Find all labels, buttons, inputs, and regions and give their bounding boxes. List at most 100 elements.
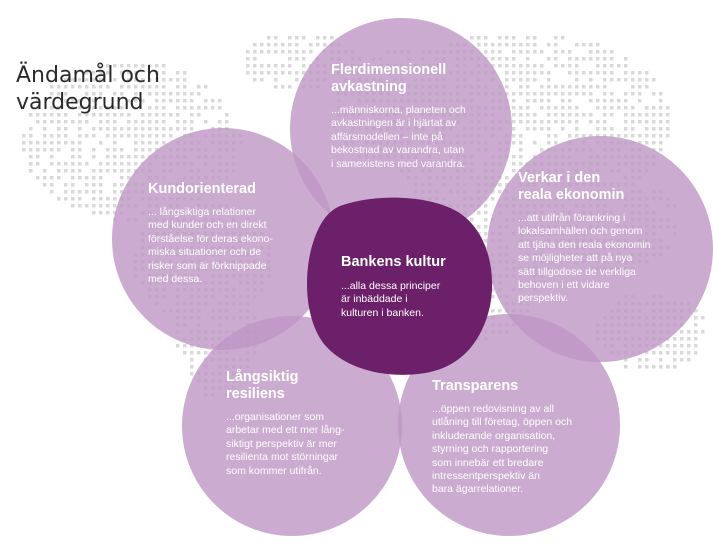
map-dot [29, 162, 33, 166]
map-dot [106, 197, 110, 201]
map-dot [141, 78, 145, 82]
map-dot [554, 134, 558, 138]
map-dot [603, 78, 607, 82]
map-dot [477, 36, 481, 40]
map-dot [225, 120, 229, 124]
map-dot [253, 57, 257, 61]
map-dot [113, 183, 117, 187]
map-dot [190, 113, 194, 117]
map-dot [680, 344, 684, 348]
center-blob-shape [307, 197, 493, 375]
map-dot [57, 120, 61, 124]
map-dot [148, 127, 152, 131]
map-dot [295, 78, 299, 82]
map-dot [43, 169, 47, 173]
map-dot [638, 365, 642, 369]
map-dot [694, 316, 698, 320]
map-dot [64, 92, 68, 96]
map-dot [519, 78, 523, 82]
map-dot [85, 120, 89, 124]
map-dot [582, 71, 586, 75]
map-dot [141, 141, 145, 145]
petal-line: i samexistens med varandra. [331, 157, 466, 170]
map-dot [155, 127, 159, 131]
map-dot [568, 106, 572, 110]
map-dot [43, 176, 47, 180]
map-dot [582, 43, 586, 47]
map-dot [589, 78, 593, 82]
petal-line: resilienta mot störningar [226, 451, 339, 464]
map-dot [659, 99, 663, 103]
map-dot [64, 85, 68, 89]
map-dot [568, 134, 572, 138]
map-dot [323, 43, 327, 47]
map-dot [519, 134, 523, 138]
map-dot [652, 113, 656, 117]
map-dot [155, 106, 159, 110]
map-dot [610, 127, 614, 131]
map-dot [253, 50, 257, 54]
map-dot [645, 351, 649, 355]
map-dot [176, 85, 180, 89]
map-dot [274, 71, 278, 75]
map-dot [176, 344, 180, 348]
map-dot [652, 351, 656, 355]
map-dot [505, 176, 509, 180]
map-dot [554, 64, 558, 68]
petal-left-title: Kundorienterad [148, 181, 273, 198]
petal-line: ...att utifrån förankring i [518, 212, 626, 224]
map-dot [519, 155, 523, 159]
map-dot [652, 106, 656, 110]
petal-right-text: Verkar i den reala ekonomin ...att utifr… [518, 170, 651, 306]
map-dot [267, 36, 271, 40]
map-dot [617, 134, 621, 138]
map-dot [568, 92, 572, 96]
map-dot [610, 50, 614, 54]
map-dot [477, 211, 481, 215]
map-dot [162, 113, 166, 117]
map-dot [64, 141, 68, 145]
map-dot [673, 351, 677, 355]
map-dot [71, 120, 75, 124]
map-dot [190, 127, 194, 131]
map-dot [554, 36, 558, 40]
map-dot [547, 141, 551, 145]
map-dot [85, 71, 89, 75]
map-dot [701, 316, 705, 320]
map-dot [127, 176, 131, 180]
map-dot [183, 78, 187, 82]
map-dot [148, 92, 152, 96]
map-dot [183, 71, 187, 75]
map-dot [694, 323, 698, 327]
map-dot [78, 120, 82, 124]
petal-line: intressentperspektiv än [432, 470, 540, 483]
map-dot [155, 120, 159, 124]
map-dot [274, 43, 278, 47]
map-dot [99, 204, 103, 208]
petal-line: bara ägarrelationer. [432, 483, 524, 496]
map-dot [561, 120, 565, 124]
map-dot [183, 127, 187, 131]
map-dot [99, 92, 103, 96]
map-dot [498, 183, 502, 187]
map-dot [505, 36, 509, 40]
map-dot [218, 106, 222, 110]
map-dot [631, 92, 635, 96]
map-dot [638, 134, 642, 138]
map-dot [645, 106, 649, 110]
map-dot [260, 78, 264, 82]
map-dot [610, 71, 614, 75]
map-dot [162, 92, 166, 96]
map-dot [288, 64, 292, 68]
map-dot [183, 92, 187, 96]
map-dot [645, 85, 649, 89]
map-dot [596, 50, 600, 54]
map-dot [197, 106, 201, 110]
map-dot [183, 99, 187, 103]
map-dot [519, 162, 523, 166]
map-dot [687, 337, 691, 341]
map-dot [78, 78, 82, 82]
map-dot [99, 106, 103, 110]
map-dot [127, 85, 131, 89]
center-title: Bankens kultur [341, 254, 446, 270]
